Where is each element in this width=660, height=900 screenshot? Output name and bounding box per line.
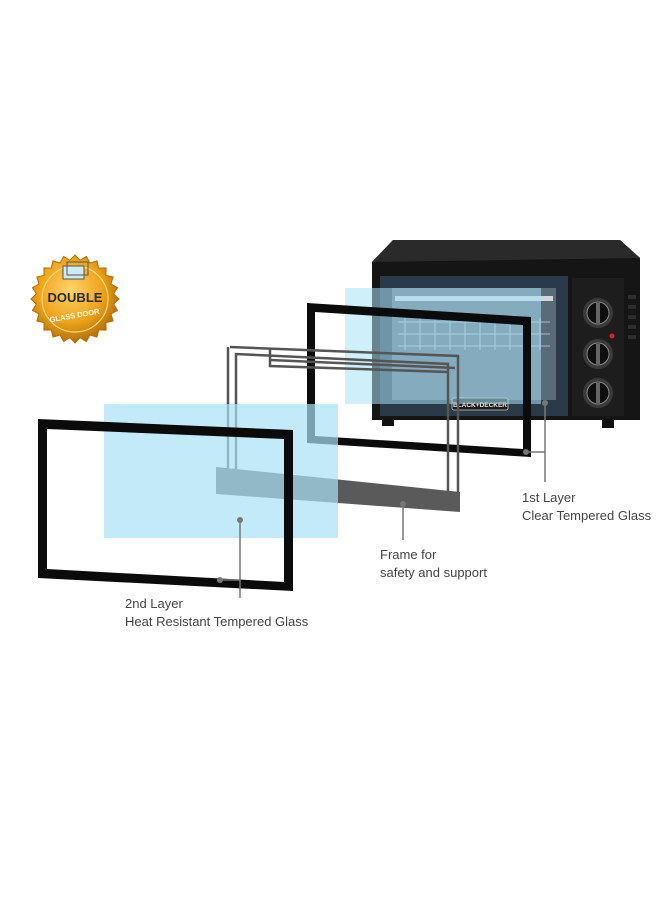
function-knob <box>583 339 613 369</box>
frame-title: Frame for <box>380 547 437 562</box>
badge-seal <box>30 254 120 344</box>
window-icon <box>62 265 85 280</box>
power-indicator-light <box>609 333 615 339</box>
second-layer-label: 2nd Layer Heat Resistant Tempered Glass <box>125 595 308 631</box>
oven-foot-right <box>602 418 614 428</box>
first-layer-subtitle: Clear Tempered Glass <box>522 508 652 523</box>
frame-subtitle: safety and support <box>380 565 487 580</box>
frame-label: Frame for safety and support <box>380 546 487 582</box>
badge-title: DOUBLE <box>48 290 103 305</box>
second-layer-title: 2nd Layer <box>125 596 183 611</box>
temperature-knob <box>583 378 613 408</box>
leader-second-layer <box>217 517 243 598</box>
second-layer-subtitle: Heat Resistant Tempered Glass <box>125 614 309 629</box>
oven-top-shade <box>372 240 640 262</box>
oven-brand-label: BLACK+DECKER <box>453 402 507 409</box>
double-glass-door-badge: DOUBLE GLASS DOOR <box>30 254 120 344</box>
side-vents <box>628 295 636 339</box>
first-layer-glass-pane <box>345 288 541 404</box>
window-icon-back <box>66 261 89 276</box>
leader-frame <box>400 501 406 540</box>
timer-knob <box>583 298 613 328</box>
oven-foot-left <box>382 418 394 426</box>
leader-first-layer <box>523 400 548 482</box>
second-layer-frame <box>38 419 293 591</box>
first-layer-title: 1st Layer <box>522 490 576 505</box>
first-layer-label: 1st Layer Clear Tempered Glass <box>522 489 651 525</box>
